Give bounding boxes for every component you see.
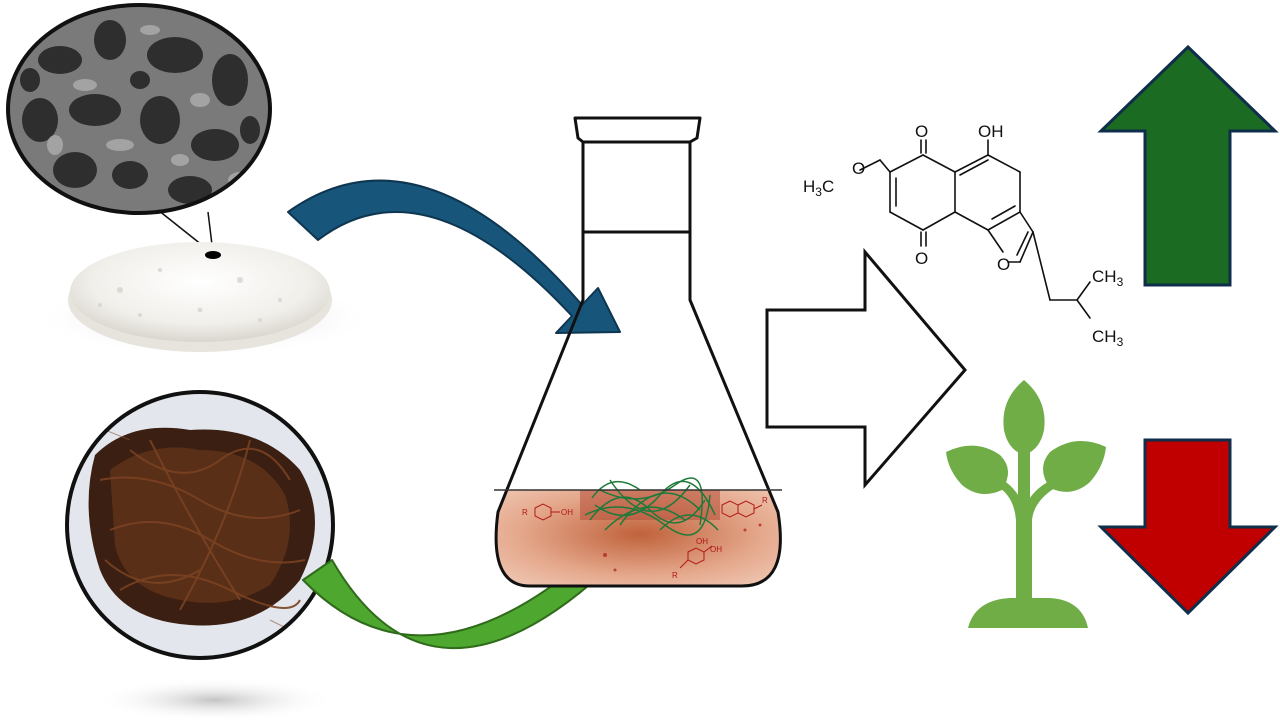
fungal-biomass-photo xyxy=(65,390,335,660)
plant-icon xyxy=(946,380,1106,628)
blue-curved-arrow xyxy=(287,179,621,334)
process-arrow-icon xyxy=(765,247,967,490)
biomass-shadow xyxy=(95,678,335,720)
methyl-upper: CH3 xyxy=(1092,267,1124,289)
mini-label-r2: R xyxy=(672,571,678,580)
atom-o-bottom: O xyxy=(915,249,928,268)
mini-compound-2 xyxy=(679,545,713,569)
mini-label-r3: R xyxy=(762,496,768,505)
sample-spot xyxy=(205,251,221,259)
atom-o-top: O xyxy=(915,122,928,141)
atom-oh: OH xyxy=(978,122,1004,141)
atom-methoxy-o: O xyxy=(852,159,865,178)
methoxy-group: H3C xyxy=(803,177,834,199)
atom-o-ring: O xyxy=(997,255,1010,274)
mini-label-oh2: OH xyxy=(696,537,708,546)
mini-label-oh1: OH xyxy=(561,508,573,517)
erlenmeyer-flask: R OH OH OH R R xyxy=(494,116,782,588)
mini-label-r1: R xyxy=(522,508,528,517)
methyl-lower: CH3 xyxy=(1092,327,1124,349)
scaffold-sem-image xyxy=(6,3,272,215)
mini-compound-3 xyxy=(721,500,763,518)
chemical-structure xyxy=(859,139,1091,319)
down-arrow-icon xyxy=(1097,438,1279,616)
mini-label-oh3: OH xyxy=(710,545,722,554)
up-arrow-icon xyxy=(1097,44,1279,287)
scaffold-disc xyxy=(35,242,375,356)
mini-compound-1 xyxy=(534,503,560,521)
